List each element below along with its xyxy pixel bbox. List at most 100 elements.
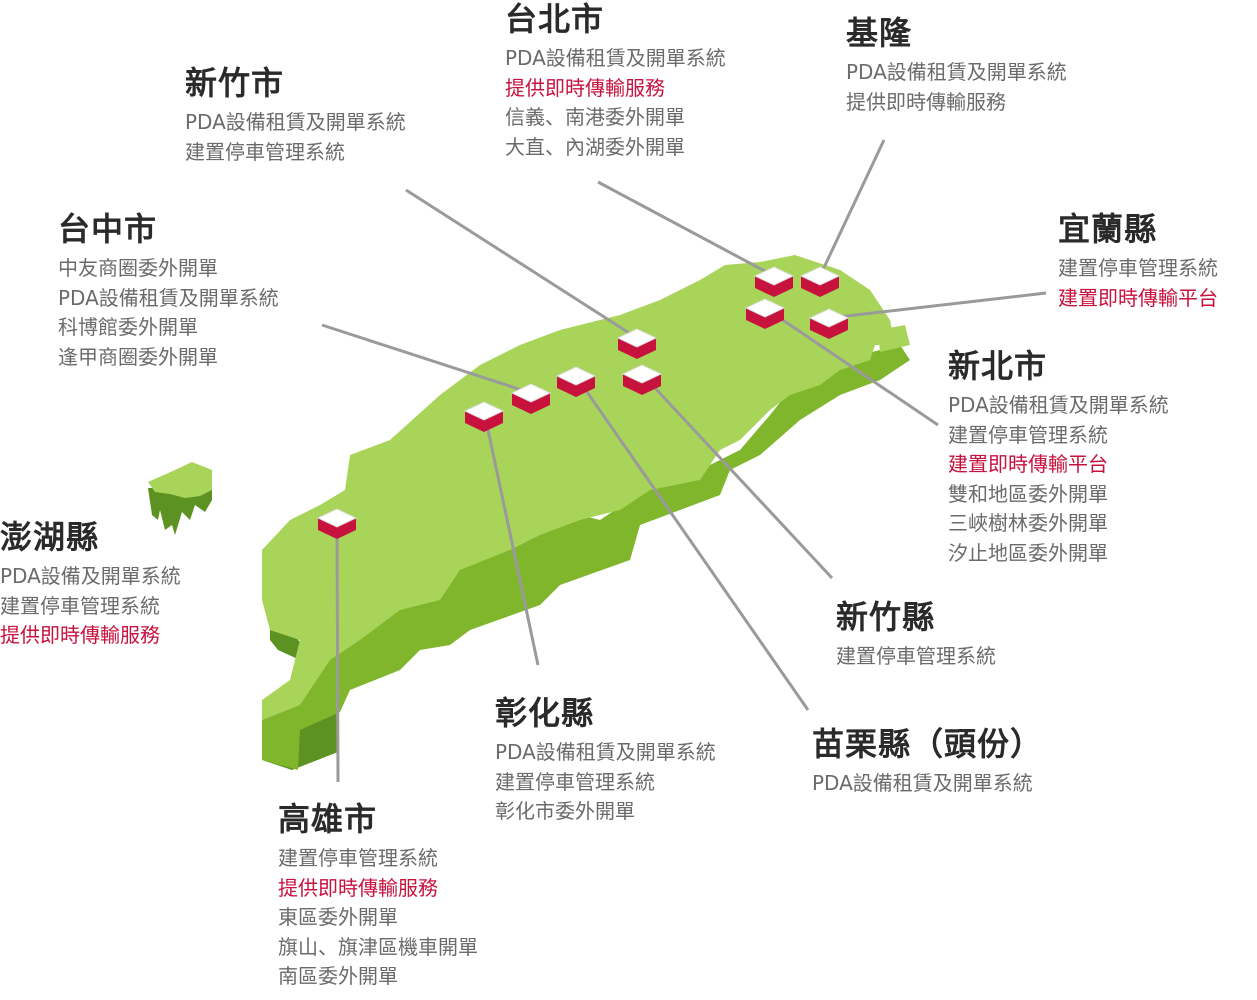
service-item: 汐止地區委外開單 xyxy=(948,540,1108,565)
region-title: 新北市 xyxy=(948,347,1048,385)
leader-line-yilan xyxy=(828,291,1047,320)
region-changhua: 彰化縣 PDA設備租賃及開單系統 建置停車管理系統 彰化市委外開單 xyxy=(495,694,716,827)
marker-side xyxy=(512,393,550,414)
marker-side xyxy=(618,338,656,359)
service-item: 科博館委外開單 xyxy=(58,315,198,339)
service-item: PDA設備租賃及開單系統 xyxy=(58,285,279,310)
region-title: 宜蘭縣 xyxy=(1058,210,1158,248)
service-item: 建置停車管理系統 xyxy=(948,422,1108,447)
marker-side xyxy=(623,374,661,395)
region-hsinchu-city: 新竹市 PDA設備租賃及開單系統 建置停車管理系統 xyxy=(185,64,406,167)
service-item: 建置停車管理系統 xyxy=(0,593,160,618)
service-item: 彰化市委外開單 xyxy=(495,799,635,823)
island-top xyxy=(262,255,895,720)
marker-hsinchu-city xyxy=(616,328,658,359)
region-taipei: 台北市 PDA設備租賃及開單系統 提供即時傳輸服務 信義、南港委外開單 大直、內… xyxy=(505,0,726,162)
service-item: 提供即時傳輸服務 xyxy=(278,875,438,900)
region-title: 苗栗縣（頭份） xyxy=(812,725,1044,763)
service-item: 建置停車管理系統 xyxy=(278,846,438,870)
marker-top xyxy=(510,383,552,403)
marker-side xyxy=(318,518,356,539)
marker-top xyxy=(744,298,786,318)
service-item: 雙和地區委外開單 xyxy=(948,481,1108,506)
region-hsinchu-county: 新竹縣 建置停車管理系統 xyxy=(836,598,996,672)
region-title: 彰化縣 xyxy=(495,694,595,732)
region-new-taipei: 新北市 PDA設備租賃及開單系統 建置停車管理系統 建置即時傳輸平台 雙和地區委… xyxy=(948,347,1169,568)
penghu-top xyxy=(148,462,212,498)
penghu-islands xyxy=(148,462,212,535)
leader-line-new-taipei xyxy=(764,306,939,427)
marker-top xyxy=(463,401,505,421)
marker-top xyxy=(616,328,658,348)
leader-line-kaohsiung xyxy=(335,517,340,783)
service-item: 建置停車管理系統 xyxy=(495,769,655,794)
service-item: PDA設備及開單系統 xyxy=(0,564,181,588)
marker-top xyxy=(316,508,358,528)
service-item: 三峽樹林委外開單 xyxy=(948,511,1108,535)
service-item: 大直、內湖委外開單 xyxy=(505,134,685,159)
service-item: 建置停車管理系統 xyxy=(1058,256,1218,280)
leader-line-hsinchu-county xyxy=(640,372,834,580)
taiwan-island xyxy=(262,255,910,770)
region-title: 台北市 xyxy=(505,0,605,38)
service-item: 南區委外開單 xyxy=(278,964,398,988)
marker-side xyxy=(755,276,793,297)
region-penghu: 澎湖縣 PDA設備及開單系統 建置停車管理系統 提供即時傳輸服務 xyxy=(0,518,181,651)
leader-lines xyxy=(321,139,1047,783)
marker-top xyxy=(799,266,841,286)
region-keelung: 基隆 PDA設備租賃及開單系統 提供即時傳輸服務 xyxy=(846,14,1067,117)
region-title: 新竹市 xyxy=(185,64,285,102)
service-item: 中友商圈委外開單 xyxy=(58,256,218,280)
marker-top xyxy=(621,364,663,384)
region-yilan: 宜蘭縣 建置停車管理系統 建置即時傳輸平台 xyxy=(1058,210,1218,313)
service-item: 旗山、旗津區機車開單 xyxy=(278,934,478,959)
service-item: PDA設備租賃及開單系統 xyxy=(812,771,1033,795)
region-miaoli: 苗栗縣（頭份） PDA設備租賃及開單系統 xyxy=(812,725,1043,799)
marker-top xyxy=(555,366,597,386)
marker-side xyxy=(465,411,503,432)
penghu-side xyxy=(148,488,212,535)
service-item: 提供即時傳輸服務 xyxy=(505,75,665,100)
location-markers xyxy=(316,266,850,539)
service-item: PDA設備租賃及開單系統 xyxy=(495,740,716,764)
leader-line-miaoli xyxy=(574,375,810,711)
marker-new-taipei xyxy=(744,298,786,329)
service-item: 東區委外開單 xyxy=(278,905,398,929)
region-taichung: 台中市 中友商圈委外開單 PDA設備租賃及開單系統 科博館委外開單 逢甲商圈委外… xyxy=(58,210,279,372)
marker-taipei xyxy=(753,266,795,297)
leader-line-hsinchu-city xyxy=(405,188,638,340)
region-kaohsiung: 高雄市 建置停車管理系統 提供即時傳輸服務 東區委外開單 旗山、旗津區機車開單 … xyxy=(278,800,478,992)
marker-side xyxy=(810,318,848,339)
marker-taichung xyxy=(510,383,552,414)
service-item: 提供即時傳輸服務 xyxy=(0,623,160,647)
leader-line-changhua xyxy=(482,410,540,666)
service-item: PDA設備租賃及開單系統 xyxy=(846,60,1067,84)
marker-top xyxy=(753,266,795,286)
marker-miaoli xyxy=(555,366,597,397)
service-item: 建置即時傳輸平台 xyxy=(1058,285,1218,310)
service-item: 信義、南港委外開單 xyxy=(505,105,685,129)
service-item: 逢甲商圈委外開單 xyxy=(58,344,218,369)
marker-yilan xyxy=(808,308,850,339)
leader-line-taipei xyxy=(597,180,775,278)
service-item: 建置停車管理系統 xyxy=(185,139,345,164)
service-item: 建置即時傳輸平台 xyxy=(948,452,1108,476)
marker-keelung xyxy=(799,266,841,297)
service-item: PDA設備租賃及開單系統 xyxy=(948,393,1169,417)
marker-top xyxy=(808,308,850,328)
service-item: 建置停車管理系統 xyxy=(836,644,996,668)
region-title: 高雄市 xyxy=(278,800,378,838)
marker-side xyxy=(557,376,595,397)
leader-line-taichung xyxy=(321,323,532,395)
marker-changhua xyxy=(463,401,505,432)
marker-hsinchu-county xyxy=(621,364,663,395)
island-side xyxy=(262,345,910,770)
region-title: 基隆 xyxy=(846,14,913,52)
leader-line-keelung xyxy=(818,139,886,277)
service-item: PDA設備租賃及開單系統 xyxy=(185,110,406,134)
service-item: 提供即時傳輸服務 xyxy=(846,89,1006,114)
marker-side xyxy=(746,308,784,329)
region-title: 新竹縣 xyxy=(836,598,936,636)
island-tip xyxy=(878,325,910,352)
